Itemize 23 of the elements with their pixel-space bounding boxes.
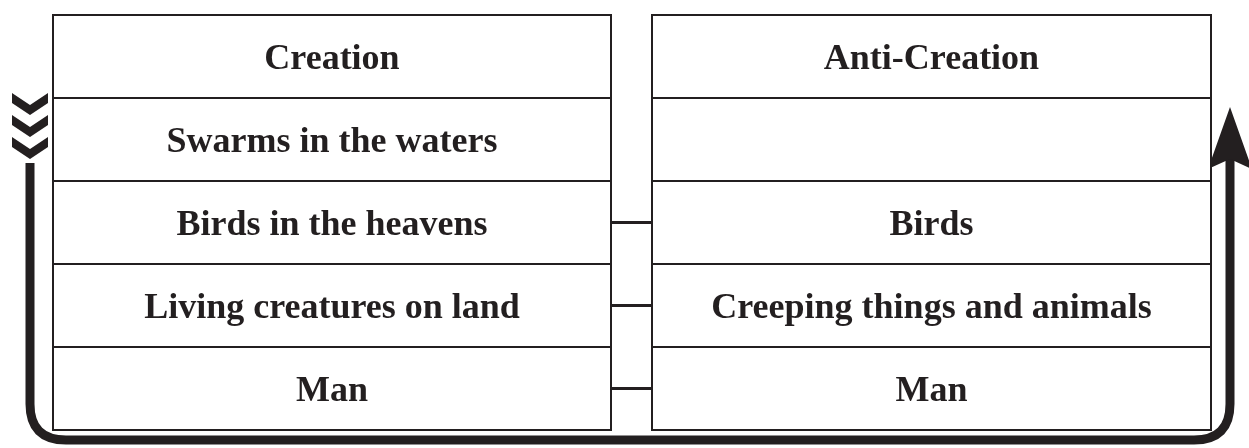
empty-table-row [651,97,1212,182]
connector-line [612,304,651,307]
table-row [52,180,612,265]
column-heading: Anti-Creation [823,35,1040,78]
cycle-arrow [12,93,1249,445]
row-label: Birds [889,201,974,244]
table-row [651,346,1212,431]
row-label: Man [296,367,368,410]
connector-line [612,387,651,390]
table-row [651,263,1212,348]
table-row [52,263,612,348]
row-label: Living creatures on land [144,284,520,327]
row-label: Man [895,367,968,410]
table-row [651,180,1212,265]
row-label: Swarms in the waters [166,118,498,161]
table-row [651,14,1212,99]
row-label: Birds in the heavens [176,201,488,244]
connector-line [612,221,651,224]
table-row [52,97,612,182]
column-heading: Creation [264,35,400,78]
table-row [52,14,612,99]
table-row [52,346,612,431]
row-label: Creeping things and animals [711,284,1152,327]
